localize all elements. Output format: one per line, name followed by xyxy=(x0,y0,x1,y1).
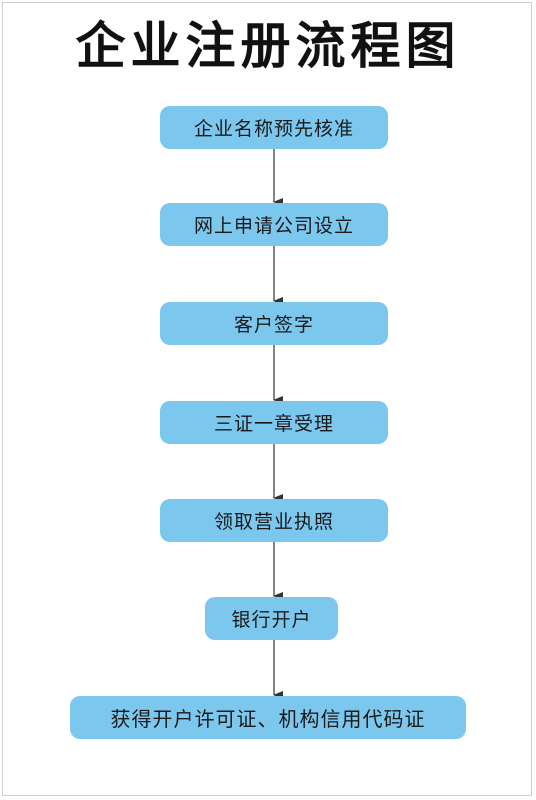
step-client-signature: 客户签字 xyxy=(160,302,388,345)
step-three-certificates-accepted: 三证一章受理 xyxy=(160,401,388,444)
step-collect-business-license: 领取营业执照 xyxy=(160,499,388,542)
step-online-application: 网上申请公司设立 xyxy=(160,203,388,246)
diagram-title: 企业注册流程图 xyxy=(75,17,461,75)
step-bank-account-opening: 银行开户 xyxy=(205,597,338,640)
step-obtain-account-permit-and-credit-code: 获得开户许可证、机构信用代码证 xyxy=(70,696,466,739)
step-name-preapproval: 企业名称预先核准 xyxy=(160,106,388,149)
